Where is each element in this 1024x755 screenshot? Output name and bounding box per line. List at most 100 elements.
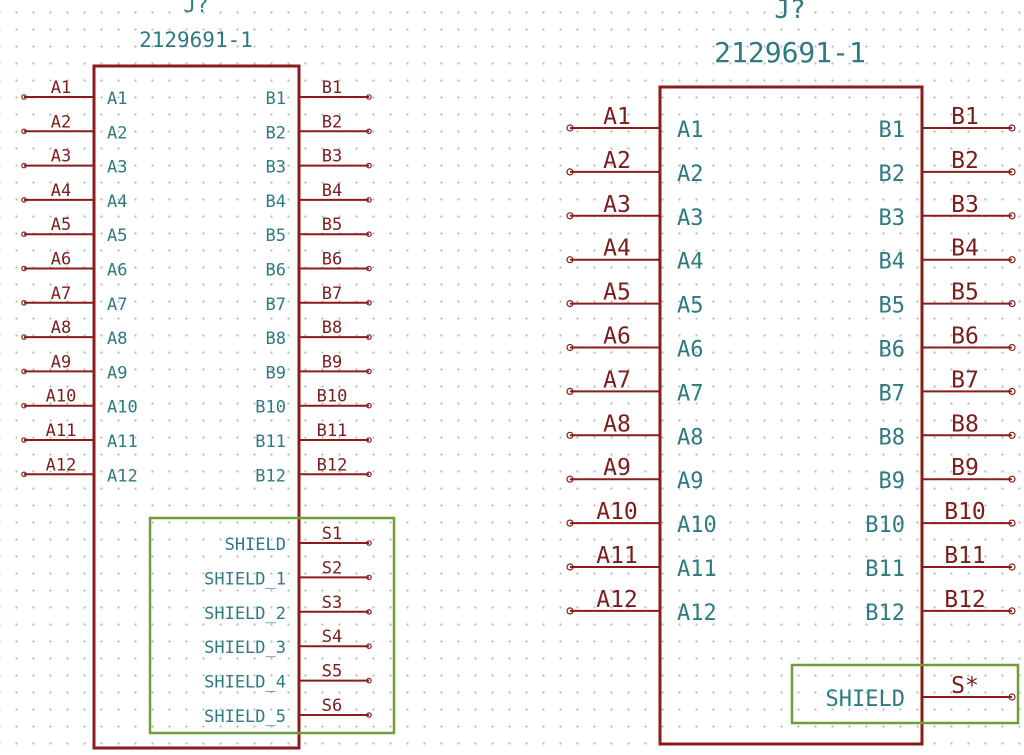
pin-end-marker[interactable] bbox=[1008, 168, 1016, 176]
left-symbol-body[interactable] bbox=[92, 64, 301, 750]
pin-end-marker[interactable] bbox=[21, 162, 27, 169]
pin-end-marker[interactable] bbox=[566, 519, 574, 527]
pin-end-marker[interactable] bbox=[1008, 343, 1016, 352]
pin-end-marker[interactable] bbox=[1008, 563, 1016, 571]
pin-end-marker[interactable] bbox=[366, 608, 372, 615]
pin-end-marker[interactable] bbox=[1008, 387, 1016, 395]
pin-end-marker[interactable] bbox=[566, 300, 574, 308]
pin-end-marker[interactable] bbox=[566, 475, 574, 483]
pin-end-marker[interactable] bbox=[366, 471, 372, 478]
pin-end-marker[interactable] bbox=[366, 94, 372, 100]
pin-end-marker[interactable] bbox=[366, 197, 372, 203]
pin-end-marker[interactable] bbox=[1008, 607, 1016, 615]
pin-end-marker[interactable] bbox=[566, 343, 574, 352]
pin-end-marker[interactable] bbox=[21, 471, 27, 478]
pin-end-marker[interactable] bbox=[366, 162, 372, 169]
pin-end-marker[interactable] bbox=[366, 574, 372, 581]
pin-end-marker[interactable] bbox=[566, 256, 574, 264]
pin-end-marker[interactable] bbox=[566, 212, 574, 220]
pin-end-marker[interactable] bbox=[21, 265, 27, 272]
pin-end-marker[interactable] bbox=[366, 334, 372, 340]
right-symbol[interactable]: J? 2129691-1 A1A1A2A2A3A3A4A4A5A5A6A6A7A… bbox=[566, 0, 1020, 746]
pin-end-marker[interactable] bbox=[21, 128, 27, 135]
pin-end-marker[interactable] bbox=[1008, 212, 1016, 220]
pin-end-marker[interactable] bbox=[21, 334, 27, 340]
pin-end-marker[interactable] bbox=[1008, 300, 1016, 308]
pin-end-marker[interactable] bbox=[21, 94, 27, 100]
pin-end-marker[interactable] bbox=[566, 563, 574, 571]
pin-end-marker[interactable] bbox=[21, 197, 27, 203]
left-symbol[interactable]: J? 2129691-1 A1A1A2A2A3A3A4A4A5A5A6A6A7A… bbox=[21, 0, 396, 750]
pin-end-marker[interactable] bbox=[366, 437, 372, 443]
pin-end-marker[interactable] bbox=[566, 431, 574, 439]
pin-end-marker[interactable] bbox=[366, 643, 372, 650]
pin-end-marker[interactable] bbox=[1008, 124, 1016, 132]
pin-end-marker[interactable] bbox=[366, 677, 372, 684]
pin-end-marker[interactable] bbox=[1008, 475, 1016, 483]
pin-end-marker[interactable] bbox=[1008, 519, 1016, 527]
pin-end-marker[interactable] bbox=[366, 368, 372, 375]
pin-end-marker[interactable] bbox=[366, 128, 372, 135]
pin-end-marker[interactable] bbox=[366, 299, 372, 306]
pin-end-marker[interactable] bbox=[366, 540, 372, 546]
pin-end-marker[interactable] bbox=[566, 124, 574, 132]
pin-end-marker[interactable] bbox=[1008, 256, 1016, 264]
pin-end-marker[interactable] bbox=[366, 265, 372, 272]
pin-end-marker[interactable] bbox=[21, 231, 27, 238]
pin-end-marker[interactable] bbox=[21, 368, 27, 375]
pin-end-marker[interactable] bbox=[1008, 431, 1016, 439]
pin-end-marker[interactable] bbox=[21, 299, 27, 306]
pin-end-marker[interactable] bbox=[21, 402, 27, 409]
pin-end-marker[interactable] bbox=[366, 231, 372, 238]
pin-end-marker[interactable] bbox=[366, 712, 372, 718]
